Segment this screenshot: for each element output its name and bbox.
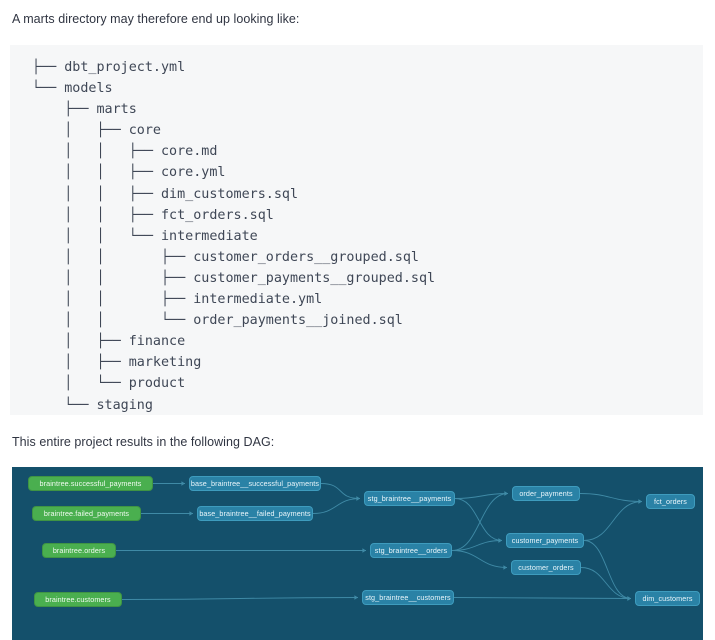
dag-edge-customer_orders-to-dim_customers — [580, 567, 632, 599]
dag-edge-stg_braintree__customers-to-dim_customers — [453, 597, 632, 599]
dag-node-braintree_customers[interactable]: braintree.customers — [34, 592, 122, 607]
dag-node-customer_payments[interactable]: customer_payments — [506, 533, 584, 548]
dag-node-stg_braintree__customers[interactable]: stg_braintree__customers — [362, 590, 454, 605]
dag-edge-customer_payments-to-fct_orders — [583, 501, 643, 541]
dag-arrowhead-icon — [638, 499, 642, 504]
dag-arrowhead-icon — [356, 496, 360, 501]
dag-node-dim_customers[interactable]: dim_customers — [635, 591, 700, 606]
dag-node-stg_braintree__payments[interactable]: stg_braintree__payments — [364, 491, 455, 506]
dag-arrowhead-icon — [354, 595, 358, 600]
dag-node-base_braintree__successful_payments[interactable]: base_braintree__successful_payments — [189, 476, 321, 491]
dag-edge-stg_braintree__orders-to-order_payments — [451, 493, 509, 551]
dag-edge-stg_braintree__payments-to-customer_payments — [454, 498, 503, 541]
dag-edge-layer — [116, 481, 643, 601]
dag-node-order_payments[interactable]: order_payments — [512, 486, 580, 501]
dag-arrowhead-icon — [504, 491, 508, 496]
dag-node-fct_orders[interactable]: fct_orders — [646, 494, 695, 509]
directory-tree-code-block: ├── dbt_project.yml └── models ├── marts… — [10, 45, 703, 415]
directory-tree-text: ├── dbt_project.yml └── models ├── marts… — [32, 60, 436, 413]
dag-node-braintree_orders[interactable]: braintree.orders — [42, 543, 116, 558]
dag-node-base_braintree__failed_payments[interactable]: base_braintree__failed_payments — [197, 506, 313, 521]
dag-node-braintree_successful_payments[interactable]: braintree.successful_payments — [28, 476, 153, 491]
dag-arrowhead-icon — [627, 596, 631, 601]
dag-edge-base_braintree__successful_payments-to-stg_braintree__payments — [320, 483, 361, 499]
dag-arrowhead-icon — [503, 565, 507, 570]
dag-arrowhead-icon — [362, 548, 366, 553]
dag-node-stg_braintree__orders[interactable]: stg_braintree__orders — [370, 543, 452, 558]
dag-node-braintree_failed_payments[interactable]: braintree.failed_payments — [32, 506, 141, 521]
dag-edge-stg_braintree__payments-to-order_payments — [454, 493, 509, 499]
dag-edge-braintree_customers-to-stg_braintree__customers — [121, 597, 359, 600]
dag-edge-stg_braintree__orders-to-customer_payments — [451, 540, 503, 551]
dag-arrowhead-icon — [498, 538, 502, 543]
dag-caption-paragraph: This entire project results in the follo… — [12, 435, 275, 449]
intro-paragraph: A marts directory may therefore end up l… — [12, 12, 300, 26]
dag-edge-stg_braintree__orders-to-customer_orders — [451, 550, 508, 568]
dag-node-customer_orders[interactable]: customer_orders — [511, 560, 581, 575]
dag-arrowhead-icon — [189, 511, 193, 516]
dag-edge-customer_payments-to-dim_customers — [583, 540, 632, 599]
dag-edge-order_payments-to-fct_orders — [579, 493, 643, 502]
dag-arrowhead-icon — [181, 481, 185, 486]
dag-edge-base_braintree__failed_payments-to-stg_braintree__payments — [312, 498, 361, 514]
dag-diagram[interactable]: braintree.successful_payments braintree.f… — [12, 467, 703, 640]
